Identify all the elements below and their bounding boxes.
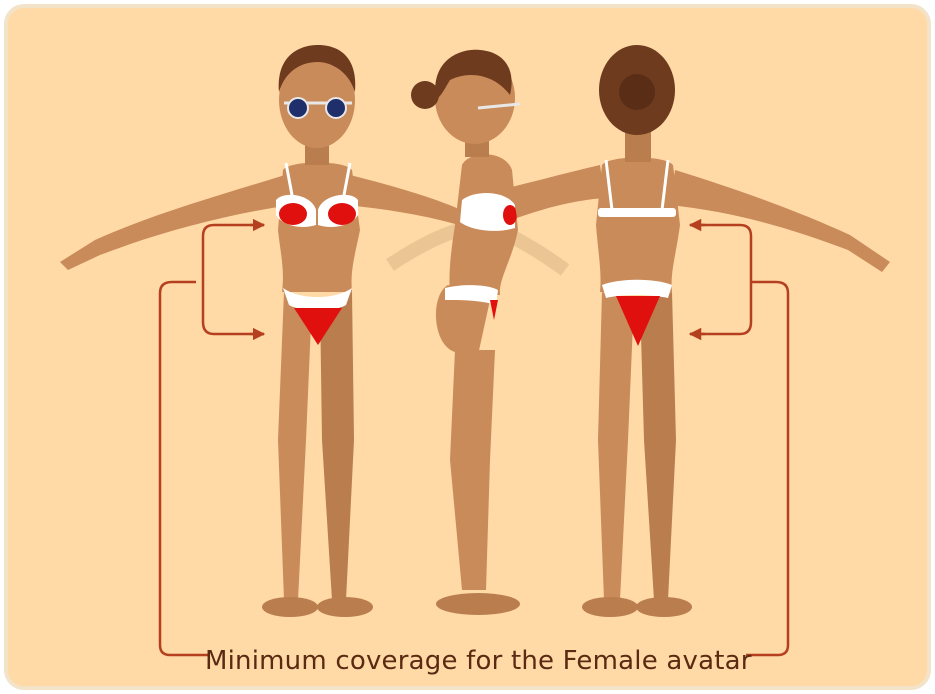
caption-label: Minimum coverage for the Female avatar bbox=[205, 644, 750, 678]
